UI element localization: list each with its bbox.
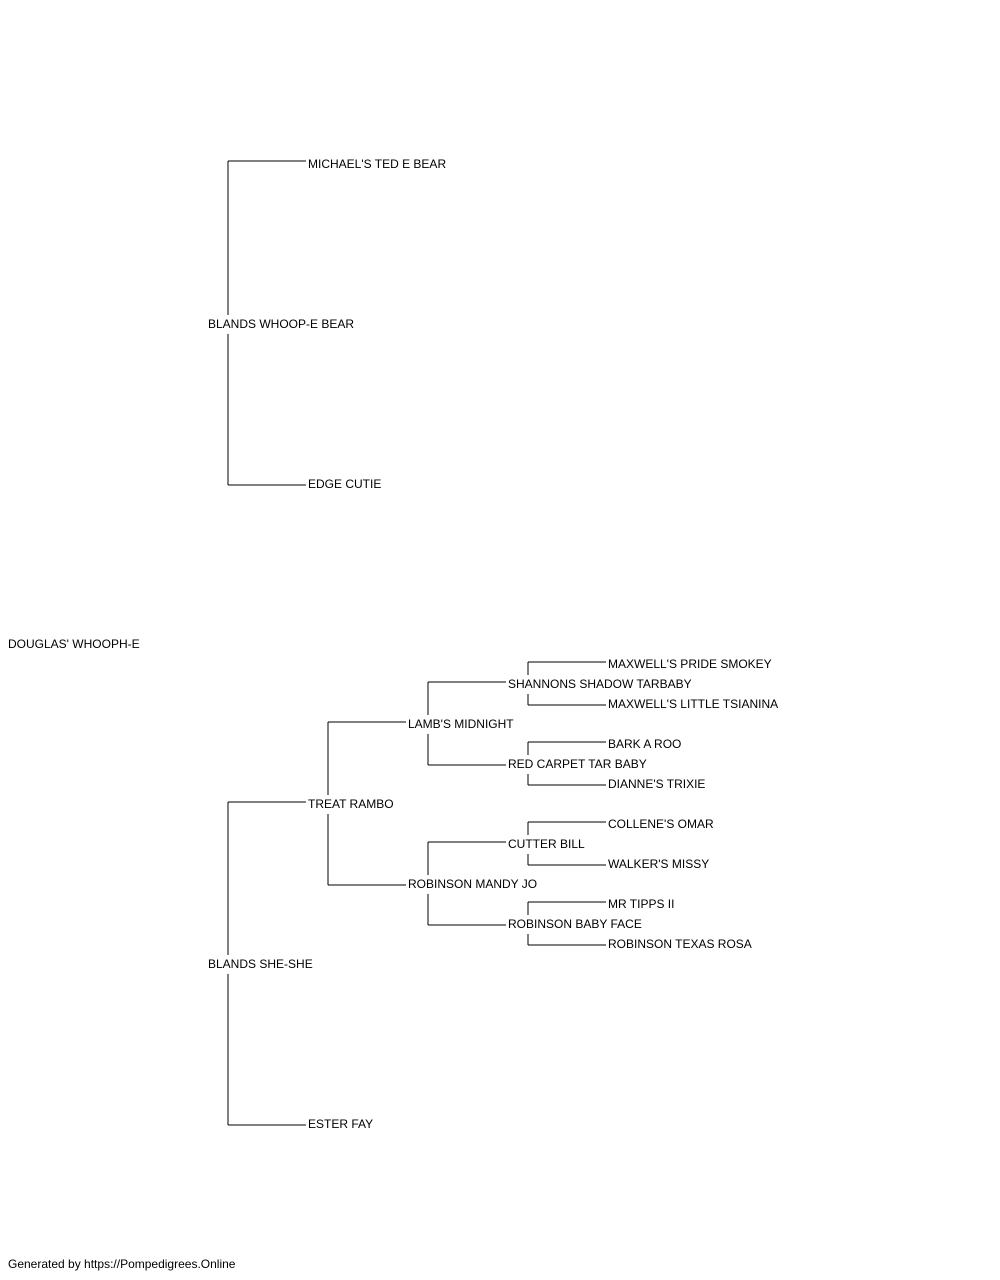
subject-name: DOUGLAS' WHOOPH-E [8,637,142,651]
sire-sire-name: MICHAEL'S TED E BEAR [308,157,449,171]
ancestor-name: MAXWELL'S PRIDE SMOKEY [608,657,774,671]
ancestor-name: COLLENE'S OMAR [608,817,716,831]
sire-dam-name: EDGE CUTIE [308,477,384,491]
ancestor-name: CUTTER BILL [508,837,587,851]
generated-by-footer: Generated by https://Pompedigrees.Online [8,1257,236,1271]
ancestor-name: MR TIPPS II [608,897,677,911]
dam-name: BLANDS SHE-SHE [208,957,315,971]
ancestor-name: RED CARPET TAR BABY [508,757,649,771]
dam-sire-name: TREAT RAMBO [308,797,396,811]
ancestor-name: SHANNONS SHADOW TARBABY [508,677,694,691]
dam-sire-sire-name: LAMB'S MIDNIGHT [408,717,516,731]
sire-name: BLANDS WHOOP-E BEAR [208,317,357,331]
dam-sire-dam-name: ROBINSON MANDY JO [408,877,540,891]
ancestor-name: MAXWELL'S LITTLE TSIANINA [608,697,781,711]
ancestor-name: ROBINSON BABY FACE [508,917,644,931]
ancestor-name: DIANNE'S TRIXIE [608,777,708,791]
ancestor-name: BARK A ROO [608,737,684,751]
ancestor-name: ROBINSON TEXAS ROSA [608,937,754,951]
ancestor-name: WALKER'S MISSY [608,857,712,871]
dam-dam-name: ESTER FAY [308,1117,376,1131]
